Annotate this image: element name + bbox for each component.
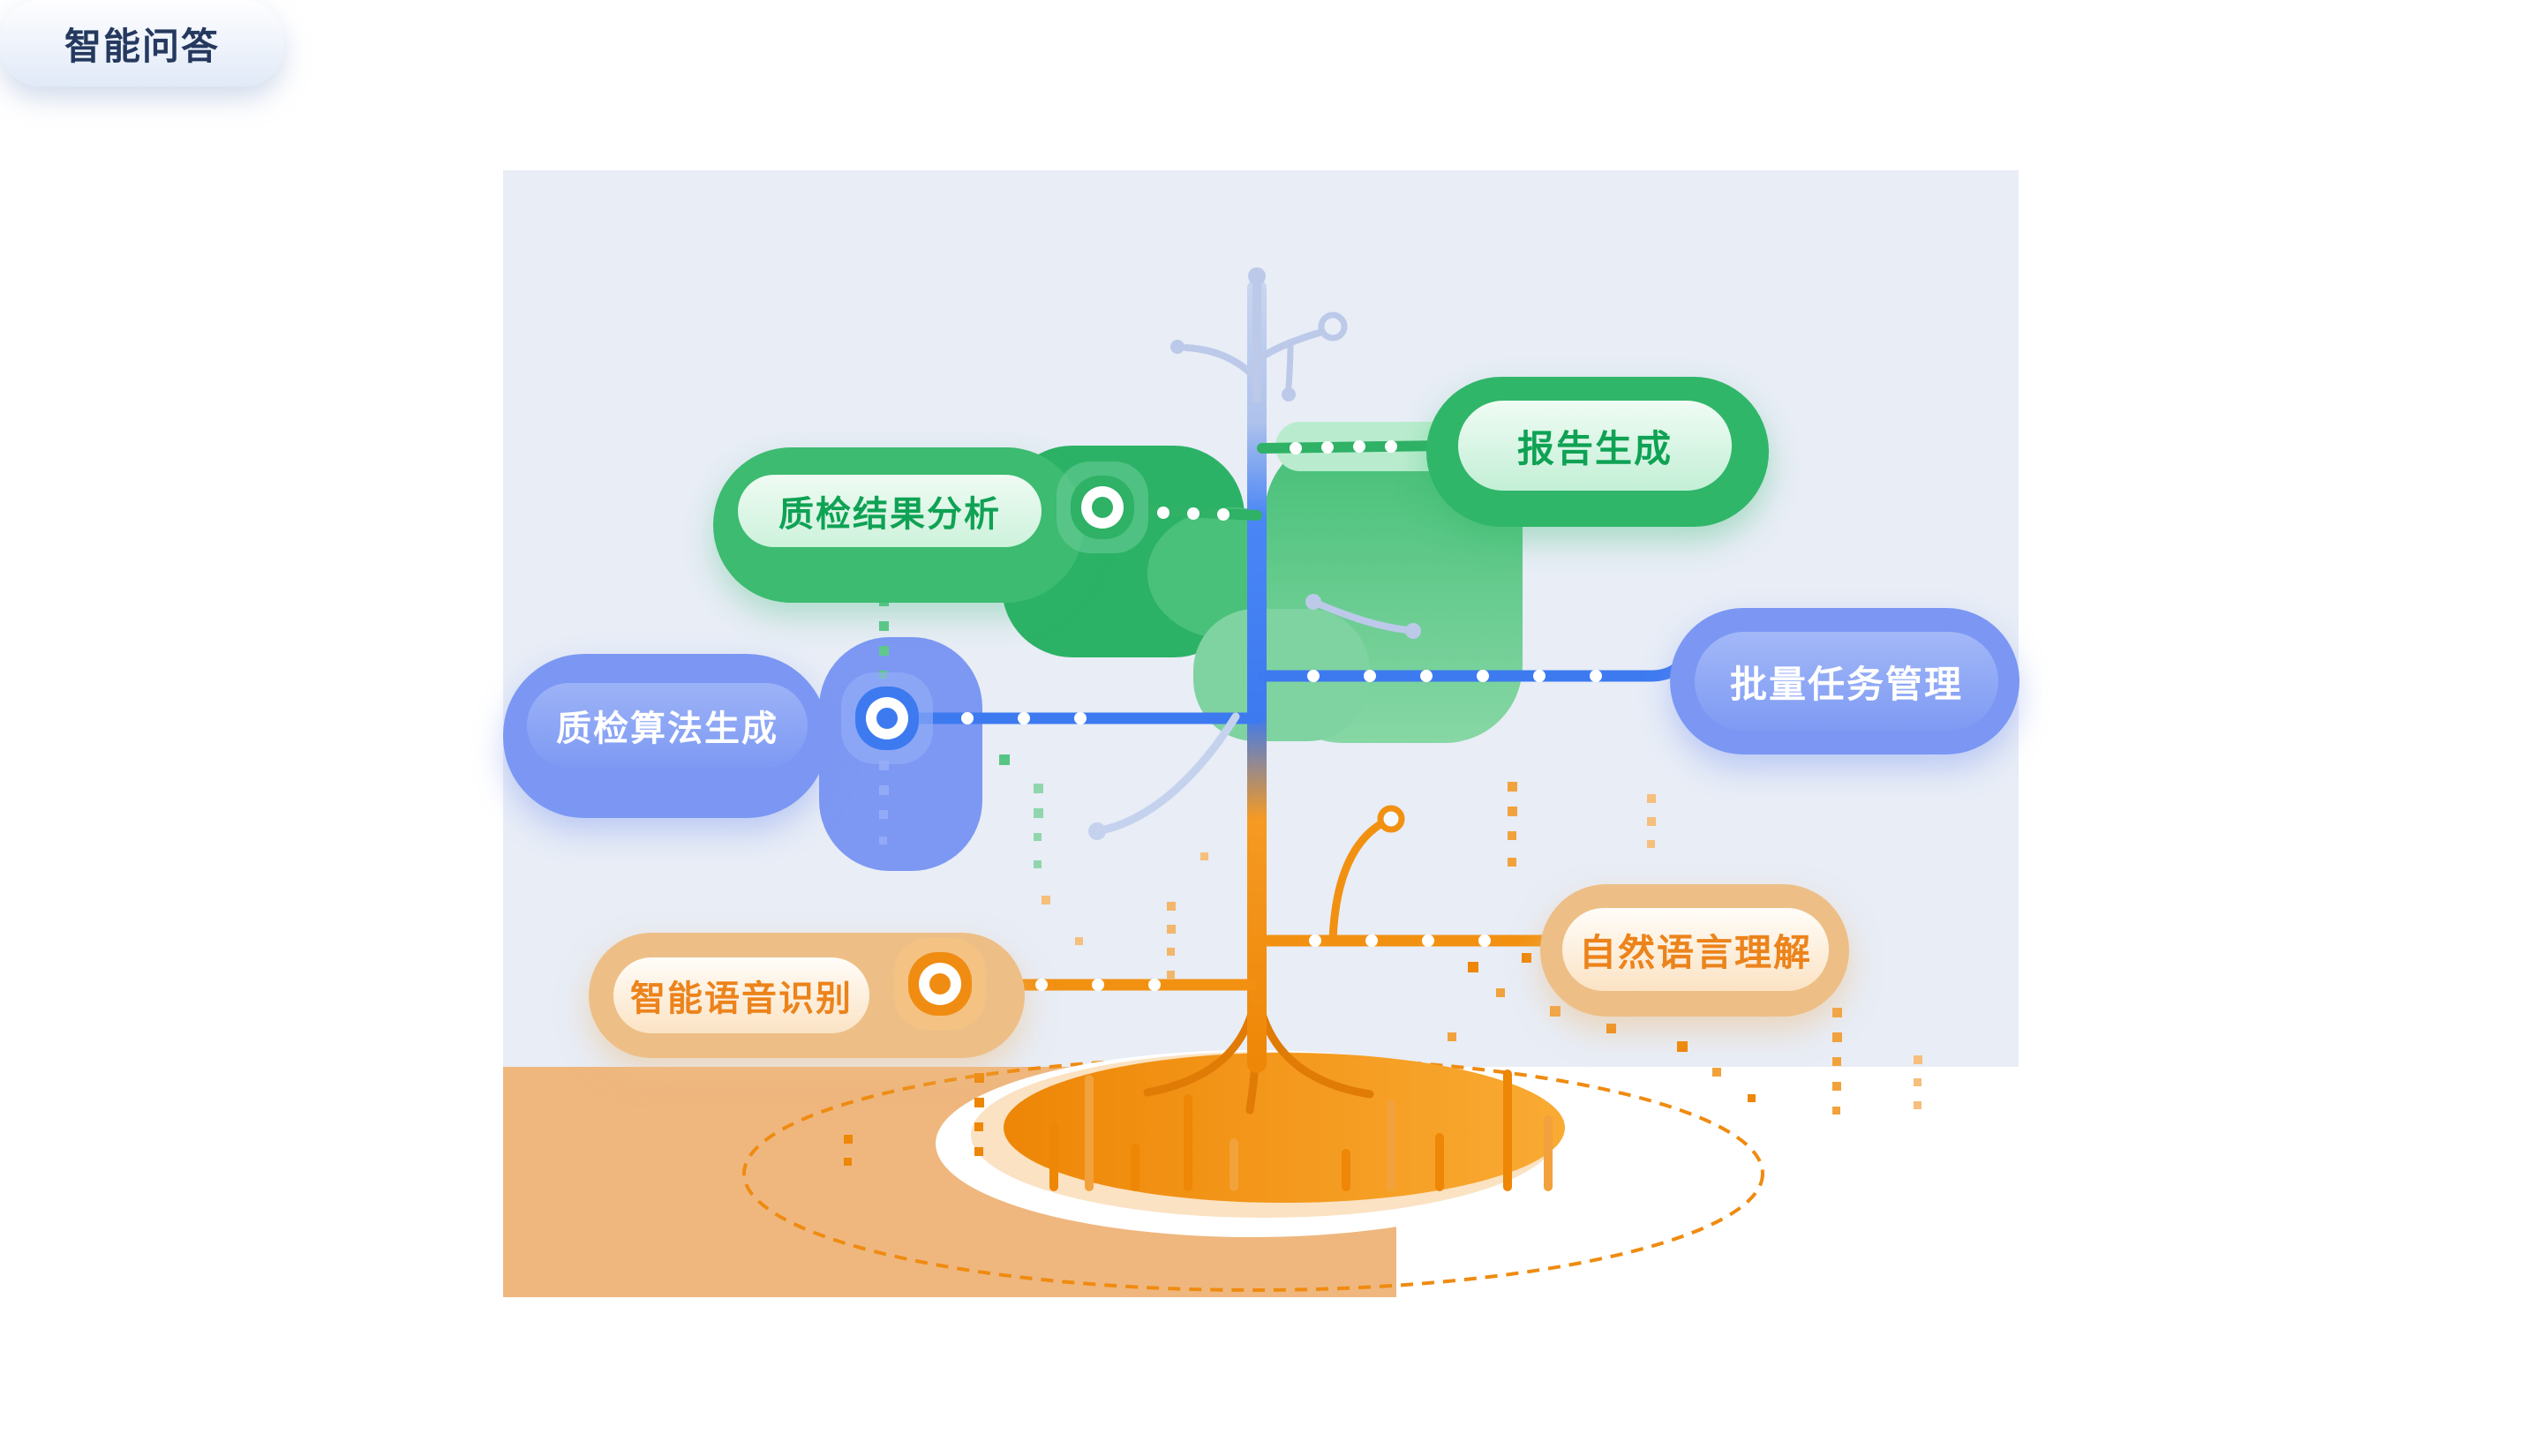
node-qa: 智能问答 [0, 0, 284, 86]
node-report-label: 报告生成 [1516, 427, 1673, 469]
node-report-pill: 报告生成 [1458, 401, 1732, 491]
base-ellipses [936, 1050, 1568, 1237]
node-batch-label: 批量任务管理 [1729, 663, 1963, 705]
dashed-orbit-ring [742, 1055, 1764, 1292]
base-bars [1049, 1069, 1553, 1191]
node-batch: 批量任务管理 [1670, 608, 2019, 754]
orange-connector-ring [929, 973, 951, 994]
node-asr-pill: 智能语音识别 [613, 957, 869, 1033]
confetti [844, 597, 1922, 1166]
node-report: 报告生成 [1426, 377, 1769, 527]
node-asr-label: 智能语音识别 [630, 979, 853, 1018]
node-asr: 智能语音识别 [589, 933, 1025, 1058]
pale-curls [1088, 594, 1421, 840]
node-algorithm-label: 质检算法生成 [556, 709, 778, 748]
node-algorithm: 质检算法生成 [503, 654, 828, 818]
node-nlu-pill: 自然语言理解 [1562, 908, 1829, 991]
node-algorithm-pill: 质检算法生成 [527, 683, 808, 768]
node-nlu-label: 自然语言理解 [1578, 931, 1812, 973]
trunk [1247, 279, 1267, 1073]
node-analysis-label: 质检结果分析 [778, 495, 1001, 534]
node-nlu: 自然语言理解 [1540, 884, 1849, 1017]
node-analysis: 质检结果分析 [713, 447, 1084, 603]
green-connector-ring [1092, 497, 1113, 518]
blue-blob [819, 637, 982, 871]
node-batch-pill: 批量任务管理 [1695, 632, 1998, 731]
blue-connector-ring [876, 708, 898, 729]
top-sprout-branches [1170, 267, 1348, 403]
node-analysis-pill: 质检结果分析 [738, 475, 1042, 547]
